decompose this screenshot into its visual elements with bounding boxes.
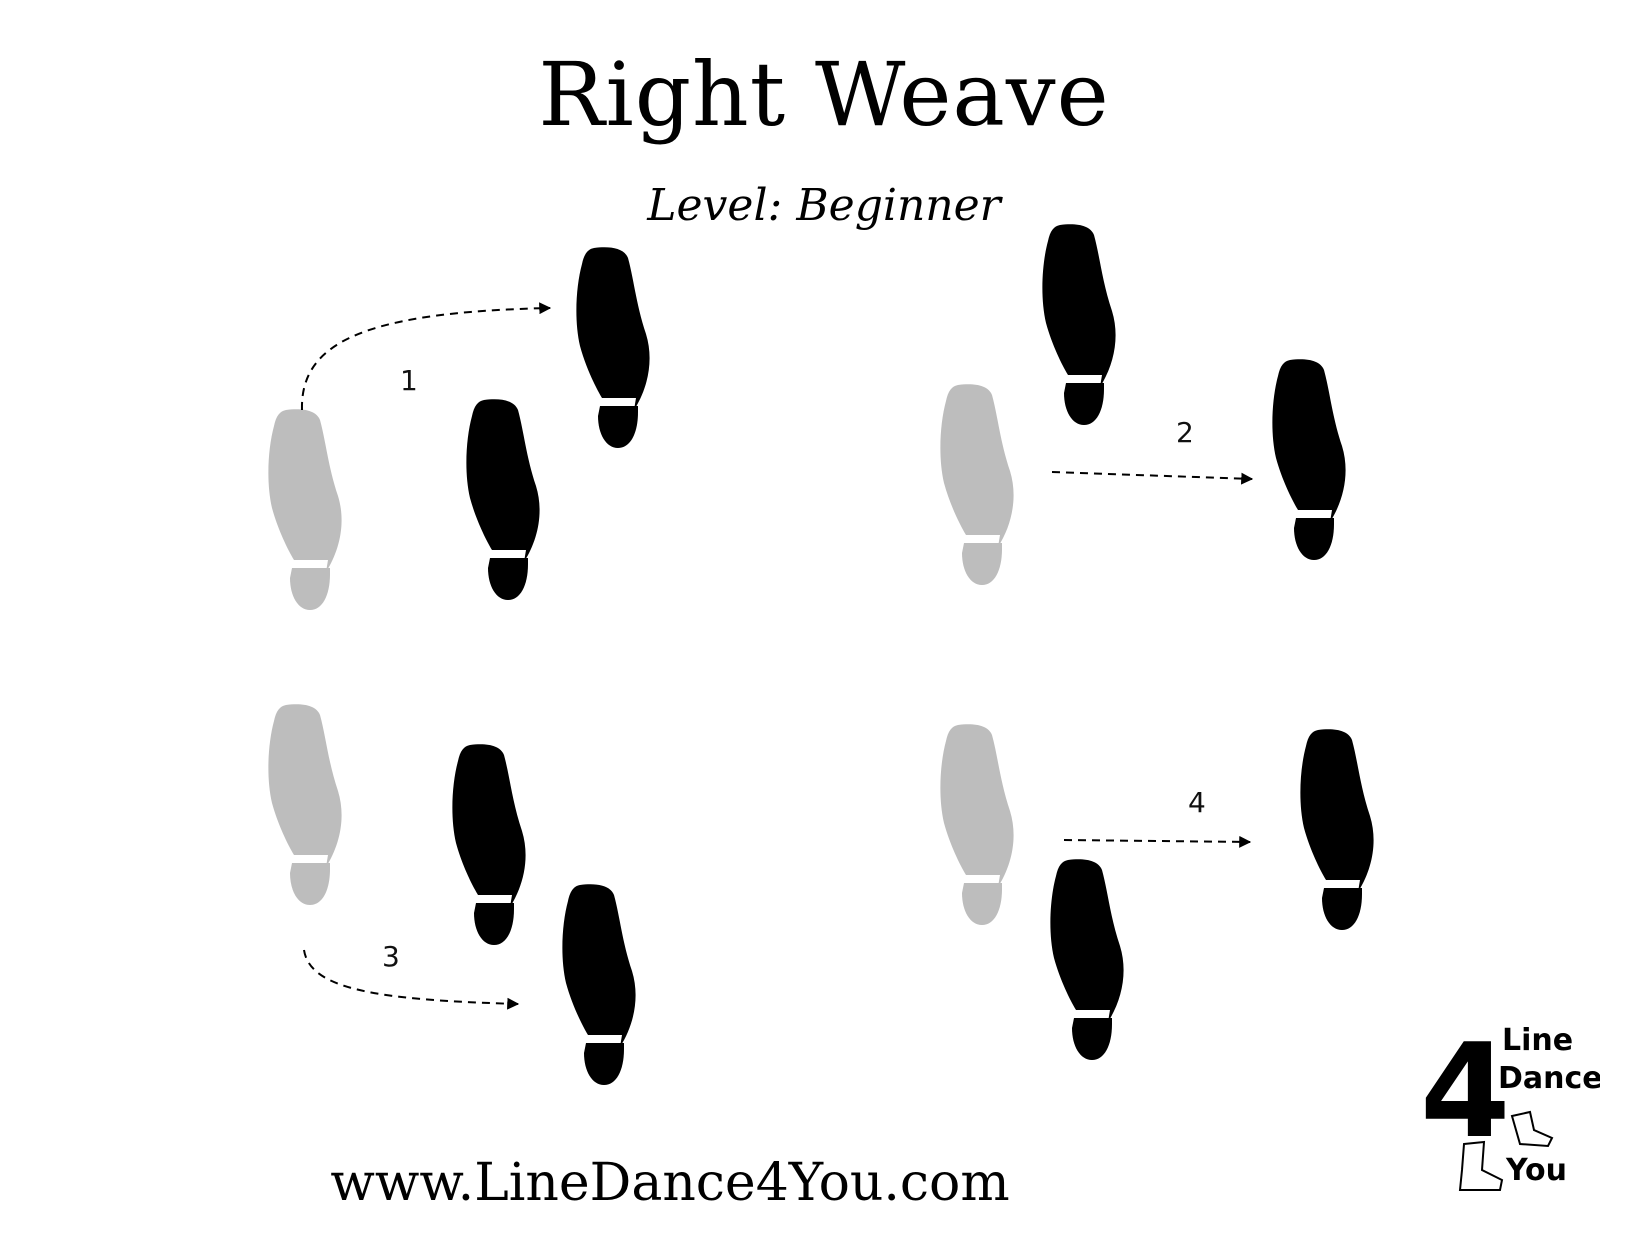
step-number-1: 1 [400,364,418,397]
logo-word-you: You [1505,1153,1567,1188]
logo-digit: 4 [1420,1020,1510,1167]
right-foot-start-step4 [1050,859,1124,1060]
left-foot-step2 [940,384,1014,585]
boot-icon [1458,1140,1504,1191]
step-number-3: 3 [382,940,400,973]
arrow-step3 [303,949,520,1010]
arrow-step4 [1063,835,1252,848]
arrow-step2 [1051,471,1254,485]
right-foot-start-step2 [1042,224,1116,425]
left-foot-start-step1 [268,409,342,610]
level-subtitle: Level: Beginner [647,180,1001,231]
left-foot-end-step1 [576,247,650,448]
step-number-4: 4 [1188,786,1206,819]
left-foot-start-step3 [268,704,342,905]
right-foot-end-step2 [1272,359,1346,560]
right-foot-step1 [466,399,540,600]
website-url: www.LineDance4You.com [330,1153,1010,1213]
linedance4you-logo: 4 Line Dance You [1420,1020,1600,1191]
boot-icon-small [1510,1110,1554,1148]
right-foot-step3 [452,744,526,945]
page-title: Right Weave [538,43,1110,146]
arrow-step1 [300,302,552,411]
left-foot-step4 [940,724,1014,925]
step-number-2: 2 [1176,416,1194,449]
logo-word-line: Line [1502,1023,1573,1058]
right-foot-end-step4 [1300,729,1374,930]
logo-word-dance: Dance [1498,1061,1600,1096]
left-foot-end-step3 [562,884,636,1085]
